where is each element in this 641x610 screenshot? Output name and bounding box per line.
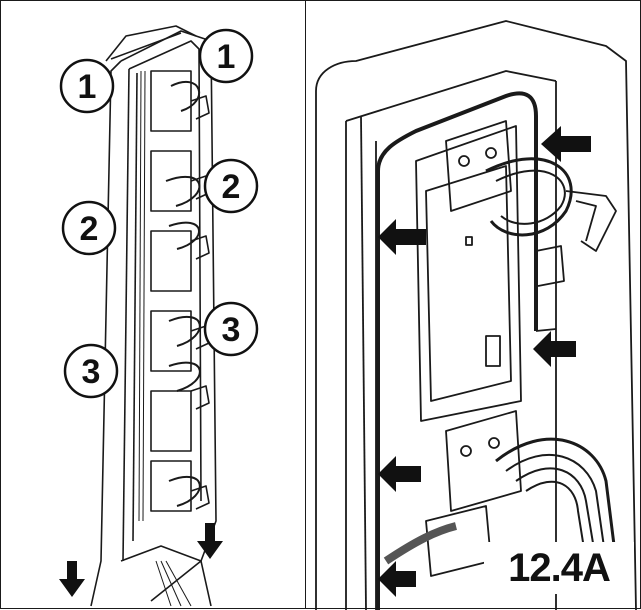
svg-text:3: 3 — [82, 353, 101, 391]
callout-1-left: 1 — [59, 58, 115, 114]
figure-label: 12.4A — [484, 542, 634, 594]
callout-3-right: 3 — [203, 301, 259, 357]
callout-2-right: 2 — [203, 158, 259, 214]
left-arrow-icon — [378, 561, 416, 597]
left-arrow-icon — [533, 331, 576, 367]
callout-3-left: 3 — [63, 343, 119, 399]
callout-2-left: 2 — [61, 200, 117, 256]
svg-text:2: 2 — [80, 210, 99, 248]
right-panel-closeup: 12.4A — [305, 0, 641, 610]
down-arrow-icon — [59, 561, 85, 597]
svg-text:2: 2 — [222, 168, 241, 206]
terminal-block-group — [150, 70, 192, 512]
left-arrow-icon — [378, 456, 421, 492]
left-arrow-icon — [541, 126, 591, 162]
left-arrow-icon — [378, 219, 426, 255]
svg-text:1: 1 — [78, 68, 97, 106]
callout-1-right: 1 — [198, 28, 254, 84]
svg-text:1: 1 — [217, 38, 236, 76]
left-housing-drawing: 1 1 2 2 3 3 — [59, 25, 259, 607]
closeup-housing-drawing — [315, 20, 637, 610]
left-panel-tall-housing: 1 1 2 2 3 3 — [0, 0, 312, 609]
down-arrow-icon — [197, 523, 223, 559]
svg-text:3: 3 — [222, 311, 241, 349]
